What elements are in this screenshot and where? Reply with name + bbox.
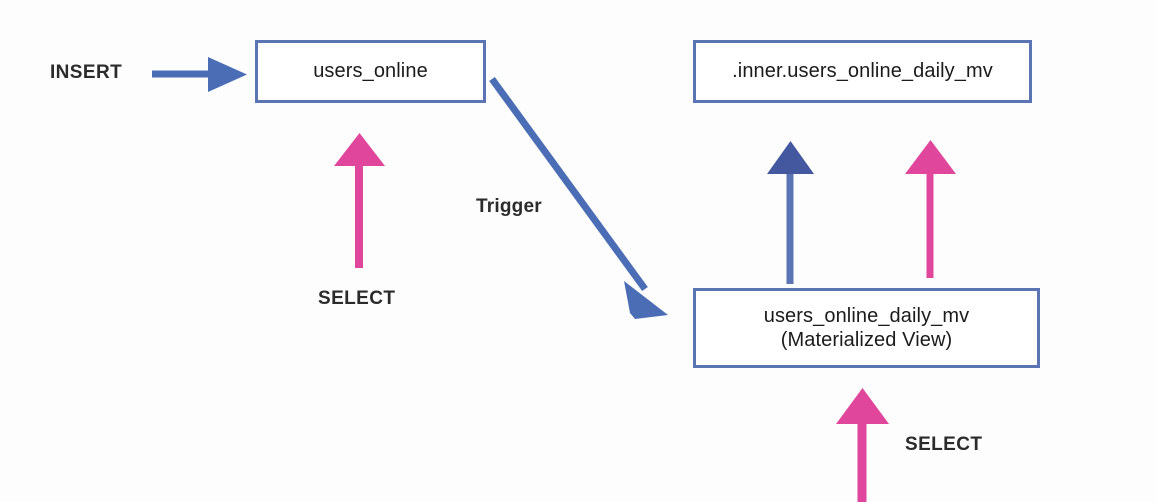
insert-arrow-head [208,57,247,92]
node-users-online[interactable]: users_online [255,40,486,103]
select-arrow-users-online [334,133,385,268]
mv-to-inner-arrow-head [767,141,814,174]
label-select-users-online: SELECT [318,288,396,309]
trigger-arrow [489,76,668,319]
node-users-online-label: users_online [313,60,428,83]
node-inner-users-online-daily-mv-label: .inner.users_online_daily_mv [732,60,993,83]
trigger-arrow-shaft [489,76,648,292]
select-arrow-mv [836,388,889,502]
node-inner-users-online-daily-mv[interactable]: .inner.users_online_daily_mv [693,40,1032,103]
mv-to-inner-arrow [767,141,814,284]
select-arrow-users-online-head [334,133,385,166]
select-arrow-mv-head [836,388,889,424]
inner-select-arrow [905,140,956,278]
inner-select-arrow-head [905,140,956,174]
label-select-materialized-view: SELECT [905,434,983,455]
node-users-online-daily-mv-label: users_online_daily_mv [763,304,970,327]
trigger-arrow-head [624,281,668,319]
label-insert: INSERT [50,62,123,83]
node-users-online-daily-mv-subtitle: (Materialized View) [780,329,953,351]
node-users-online-daily-mv[interactable]: users_online_daily_mv (Materialized View… [693,288,1040,368]
label-trigger: Trigger [476,196,542,217]
insert-arrow [152,57,247,92]
